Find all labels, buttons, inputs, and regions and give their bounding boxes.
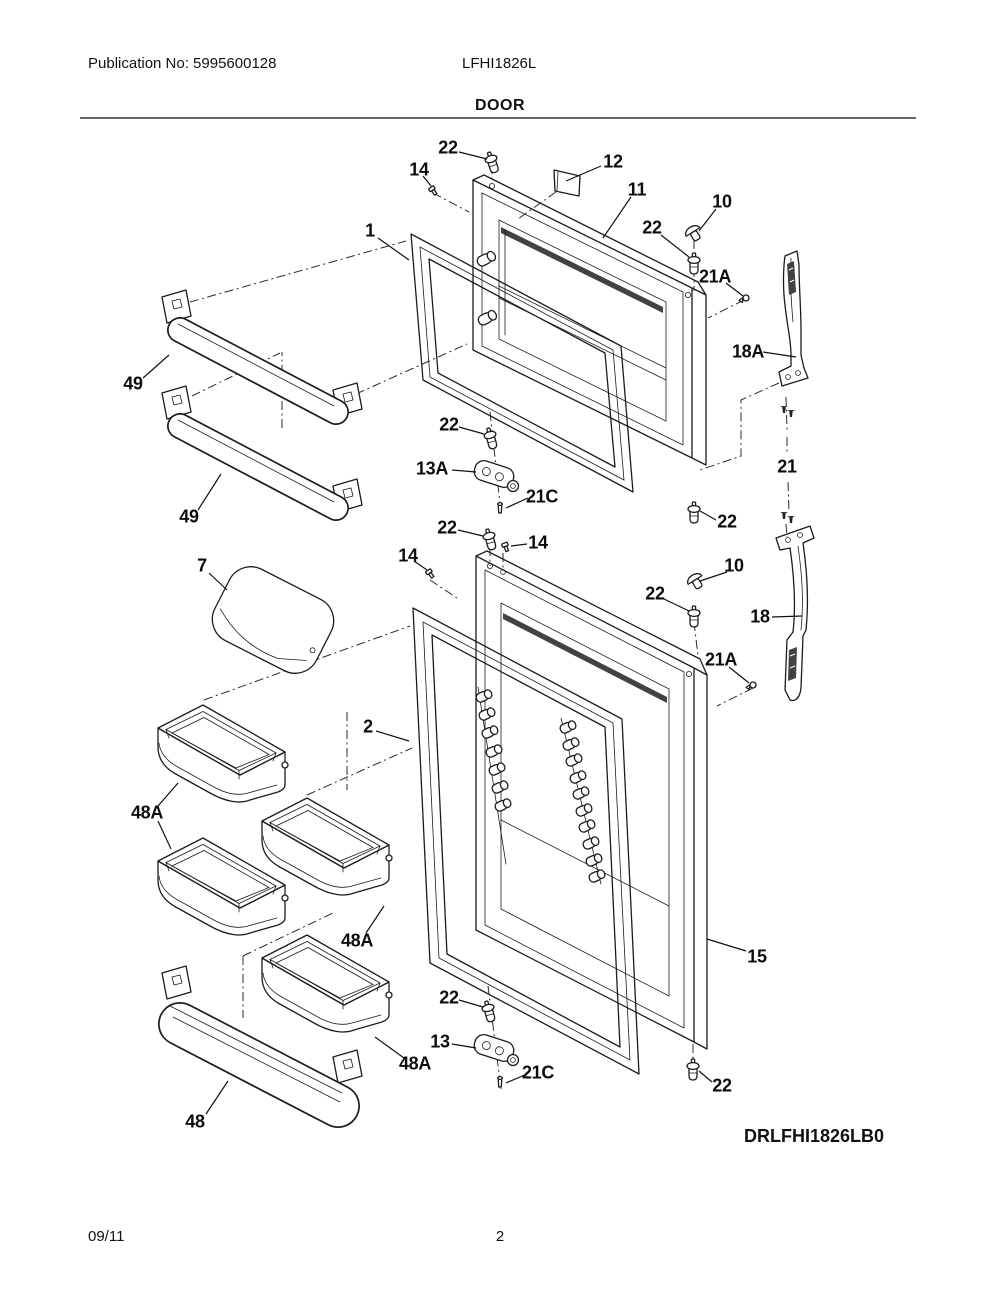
door-bin-1 (157, 704, 289, 803)
fresh-food-door-panel (474, 550, 708, 1050)
diagram-id: DRLFHI1826LB0 (744, 1126, 885, 1146)
page-title: DOOR (475, 97, 525, 114)
footer-page-number: 2 (495, 1228, 505, 1245)
fresh-food-door-gasket (412, 607, 640, 1075)
lower-door-handle (775, 525, 815, 702)
bottom-door-shelf (158, 965, 363, 1128)
screw-10-icon (684, 570, 708, 593)
screw-14-icon (500, 541, 511, 553)
hinge-plate-top (473, 459, 520, 493)
freezer-door-panel (472, 174, 707, 466)
screw-21a-icon (745, 681, 757, 691)
screw-10-icon (682, 222, 706, 245)
screw-21-icon (787, 410, 795, 418)
dairy-door (211, 566, 335, 674)
hinge-plate-bottom (473, 1033, 520, 1067)
pin-21c-icon (496, 1075, 504, 1088)
leader-lines (142, 151, 803, 1115)
footer-date: 09/11 (88, 1228, 125, 1245)
screw-22-icon (480, 527, 500, 552)
freezer-door-gasket (410, 233, 634, 493)
screw-21a-icon (738, 294, 750, 304)
pin-21c-icon (496, 501, 504, 514)
door-shelf-retainer-bottom (161, 385, 363, 521)
upper-door-handle (778, 250, 809, 387)
door-bin-2 (261, 797, 393, 896)
screw-14-icon (424, 567, 436, 580)
door-shelf-retainer-top (161, 289, 363, 425)
screw-21-icon (780, 512, 788, 520)
screw-22-icon (687, 605, 701, 628)
screw-22-icon (687, 501, 701, 524)
model-number: LFHI1826L (462, 55, 537, 72)
screw-21-icon (787, 516, 795, 524)
screw-22-icon (481, 426, 501, 451)
screw-22-icon (686, 1058, 700, 1081)
door-bin-4 (261, 934, 393, 1033)
publication-number: Publication No: 5995600128 (88, 55, 277, 72)
screw-22-icon (687, 252, 701, 275)
screw-22-icon (482, 149, 502, 175)
screw-22-icon (479, 999, 499, 1024)
nameplate-flag (553, 169, 581, 197)
